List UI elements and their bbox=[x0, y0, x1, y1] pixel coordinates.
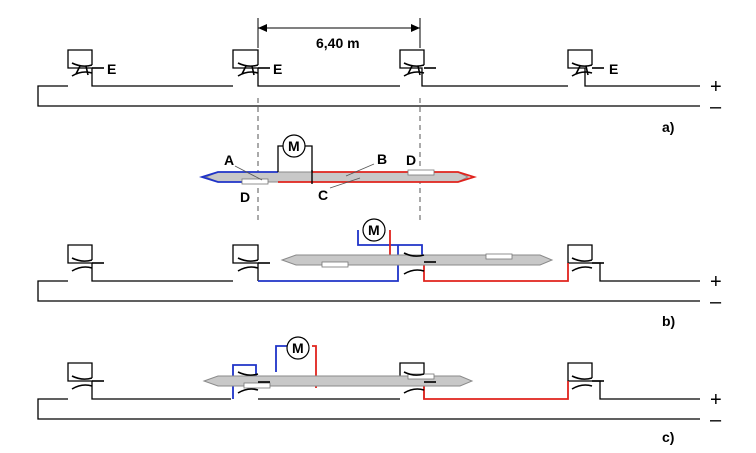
clip-icon bbox=[571, 375, 604, 390]
clip-icon bbox=[403, 252, 436, 275]
electrode-label: E bbox=[273, 61, 282, 77]
plus-sign: + bbox=[710, 271, 722, 293]
part-d-label: D bbox=[406, 152, 416, 168]
motor-icon bbox=[286, 336, 310, 360]
electrode-label: E bbox=[609, 61, 618, 77]
clip-icon bbox=[403, 62, 436, 77]
part-d-label: D bbox=[240, 189, 250, 205]
slot-d bbox=[407, 169, 435, 176]
clip-icon bbox=[71, 375, 104, 390]
panel-c: M + – c) bbox=[37, 336, 722, 445]
panel-a: 6,40 m E E E + – a) bbox=[37, 18, 722, 135]
clip-icon bbox=[71, 257, 104, 272]
dimension-arrow bbox=[257, 18, 421, 48]
minus-sign: – bbox=[710, 96, 722, 118]
motor-icon bbox=[282, 134, 306, 158]
dimension-label: 6,40 m bbox=[316, 35, 360, 51]
slot bbox=[243, 382, 271, 389]
clip-icon bbox=[237, 62, 270, 77]
bar bbox=[280, 254, 554, 266]
clip-icon bbox=[571, 62, 604, 77]
positive-busbar-a bbox=[37, 49, 700, 107]
slot bbox=[321, 261, 349, 268]
plus-sign: + bbox=[710, 389, 722, 411]
clip-icon bbox=[237, 371, 270, 394]
slot bbox=[485, 253, 513, 260]
motor-label: M bbox=[292, 340, 304, 356]
negative-wire bbox=[198, 171, 278, 183]
plus-sign: + bbox=[710, 76, 722, 98]
caption-c: c) bbox=[662, 429, 674, 445]
electrode-label: E bbox=[107, 61, 116, 77]
positive-wire bbox=[312, 345, 569, 400]
caption-b: b) bbox=[662, 313, 675, 329]
part-b-label: B bbox=[377, 151, 387, 167]
slot-d bbox=[241, 178, 269, 185]
caption-a: a) bbox=[662, 119, 674, 135]
part-a-label: A bbox=[224, 152, 234, 168]
bar bbox=[202, 375, 474, 387]
minus-sign: – bbox=[710, 291, 722, 313]
motor-label: M bbox=[368, 222, 380, 238]
busbar-c bbox=[37, 362, 700, 420]
motor-icon bbox=[362, 218, 386, 242]
negative-wire bbox=[258, 230, 423, 282]
clip-icon bbox=[237, 257, 270, 272]
clip-icon bbox=[571, 257, 604, 272]
clip-icon bbox=[71, 62, 104, 77]
motor-label: M bbox=[288, 138, 300, 154]
minus-sign: – bbox=[710, 409, 722, 431]
panel-b: M + – b) bbox=[37, 218, 722, 329]
bar-detail: M A B C D D bbox=[198, 134, 478, 205]
part-c-label: C bbox=[318, 187, 328, 203]
busbar-b bbox=[37, 244, 700, 302]
clip-icon bbox=[403, 371, 436, 394]
